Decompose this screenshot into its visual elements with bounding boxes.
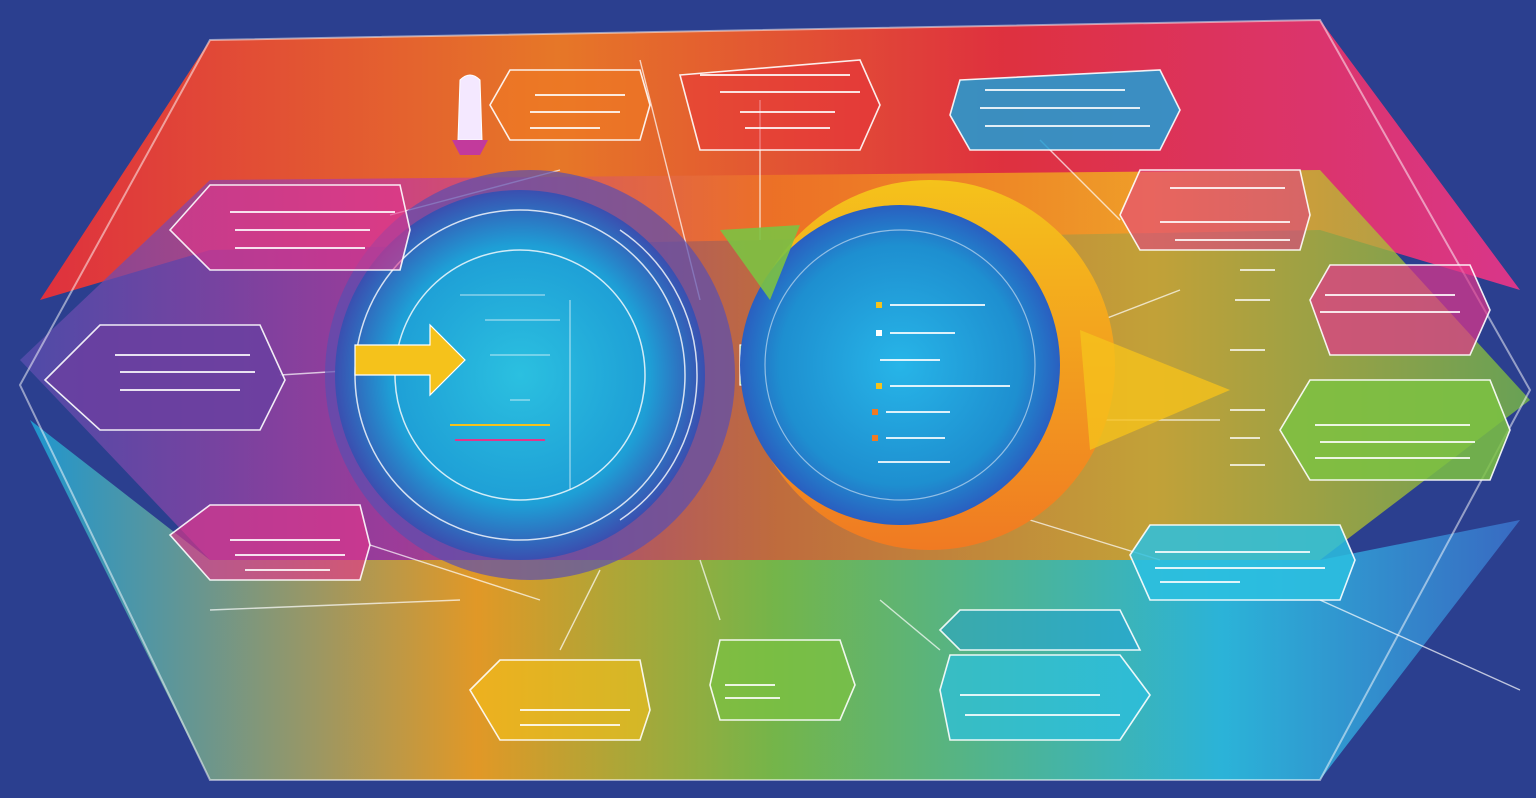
right-ring (740, 205, 1060, 525)
lens-outline (18, 18, 1532, 781)
right-ring-list (872, 302, 1010, 463)
callout-bottom-2 (709, 639, 856, 721)
left-ring-arc (619, 229, 698, 521)
side-tick-labels (1230, 269, 1275, 466)
callout-right-4 (1129, 524, 1356, 601)
callout-left-3 (168, 504, 371, 581)
yellow-burst (1080, 330, 1230, 450)
callout-right-2 (1309, 264, 1491, 356)
callout-left-1 (168, 184, 411, 271)
arrow-right-icon (354, 323, 466, 397)
callout-top-1 (489, 69, 651, 141)
rocket-icon (452, 74, 488, 155)
callout-bottom-4 (938, 609, 1142, 651)
lens-bottom-band (30, 420, 1520, 780)
callout-right-1 (1119, 169, 1311, 251)
green-funnel (720, 225, 800, 300)
left-ring (335, 190, 705, 560)
callout-top-3 (949, 69, 1181, 151)
callout-right-3 (1279, 379, 1511, 481)
callout-left-2 (43, 324, 286, 431)
callout-top-2 (678, 59, 881, 151)
right-ring-inner-line (764, 229, 1036, 501)
callout-bottom-3 (939, 654, 1151, 741)
callout-bottom-1 (468, 659, 651, 741)
callout-text-lines (115, 74, 1475, 726)
